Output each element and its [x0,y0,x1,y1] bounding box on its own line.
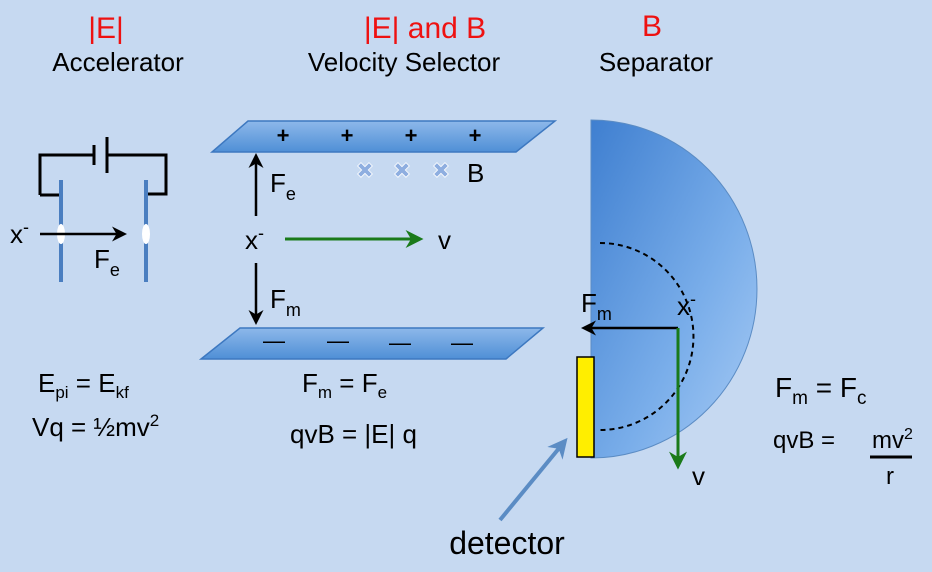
accelerator-title: Accelerator [52,47,184,77]
accelerator-hole-right [142,224,150,244]
plus-sign: + [277,123,290,148]
plus-sign: + [341,123,354,148]
b-field-cross-icon: ✖ [432,159,450,184]
separator-particle: x- [677,289,696,321]
selector-b-label: B [467,158,484,188]
selector-title: Velocity Selector [308,47,501,77]
minus-sign: — [327,328,349,353]
accelerator-equation-2: Vq = ½mv2 [32,411,159,442]
accelerator-field-label: |E| [88,12,124,45]
separator-field-label: B [642,10,662,43]
selector-bottom-plate [198,327,546,360]
plus-sign: + [405,123,418,148]
accelerator-particle: x- [10,217,29,249]
accelerator-force-label: Fe [94,244,120,280]
minus-signs: — — — — [263,328,473,355]
minus-sign: — [263,328,285,353]
separator-magnet [590,119,758,459]
detector-label: detector [449,525,565,561]
selector-equation-1: Fm = Fe [302,368,387,402]
particle-path [599,242,695,431]
selector-field-label: |E| and B [364,12,486,45]
separator-title: Separator [599,47,714,77]
minus-sign: — [451,330,473,355]
b-field-cross-icon: ✖ [393,159,411,184]
selector-equation-2: qvB = |E| q [290,419,417,449]
separator-velocity-label: v [692,461,705,491]
separator-equation-2-numerator: mv2 [872,426,913,454]
selector-top-plate [209,120,558,153]
magnetic-field-into-page: ✖ ✖ ✖ [355,159,450,185]
battery-circuit [38,137,168,197]
plus-sign: + [469,123,482,148]
separator-force-label: Fm [581,288,612,324]
electric-force-label: Fe [270,168,296,204]
accelerator-equation-1: Epi = Ekf [38,368,129,402]
plus-signs: + + + + [277,123,482,148]
detector [576,356,595,458]
b-field-cross-icon: ✖ [356,159,374,184]
selector-magnetic-force-label: Fm [270,284,301,320]
selector-particle: x- [245,223,264,255]
detector-pointer-arrow [498,437,568,522]
selector-velocity-label: v [438,225,451,255]
separator-equation-1: Fm = Fc [775,372,866,409]
separator-equation-2-lhs: qvB = [773,427,835,454]
minus-sign: — [389,330,411,355]
separator-equation-2-denominator: r [886,463,894,490]
